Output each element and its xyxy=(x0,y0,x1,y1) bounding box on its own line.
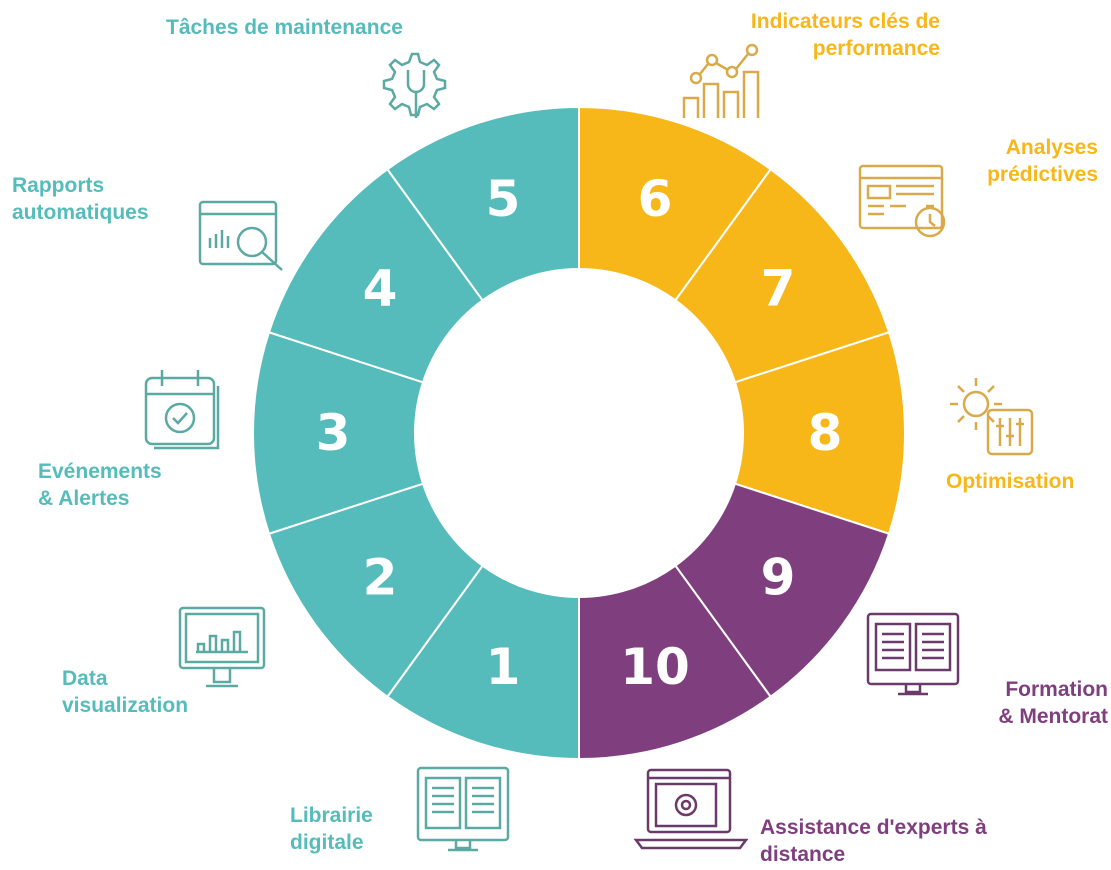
book-monitor-icon xyxy=(866,612,960,696)
label-line: digitale xyxy=(290,831,364,854)
gear-wrench-icon xyxy=(382,52,447,118)
segment-number-6: 6 xyxy=(638,170,673,228)
label-line: Optimisation xyxy=(946,470,1075,493)
segment-number-7: 7 xyxy=(761,259,796,317)
report-magnifier-icon xyxy=(198,200,283,271)
gears-sliders-icon xyxy=(950,378,1034,456)
calendar-check-icon xyxy=(144,370,220,450)
segment-number-3: 3 xyxy=(316,404,351,462)
label-line: & Mentorat xyxy=(998,705,1108,728)
label-assistance-experts: Assistance d'experts à distance xyxy=(760,814,987,868)
laptop-gear-icon xyxy=(633,768,749,850)
label-rapports-automatiques: Rapports automatiques xyxy=(12,172,149,226)
segment-number-5: 5 xyxy=(486,170,521,228)
label-indicateurs-performance: Indicateurs clés de performance xyxy=(698,8,940,62)
dashboard-stopwatch-icon xyxy=(858,164,946,238)
label-line: Evénements xyxy=(38,460,162,483)
label-line: Data xyxy=(62,667,108,690)
label-evenements-alertes: Evénements & Alertes xyxy=(38,458,162,512)
label-line: & Alertes xyxy=(38,487,130,510)
segment-number-8: 8 xyxy=(808,404,843,462)
segment-number-9: 9 xyxy=(761,549,796,607)
label-line: Tâches de maintenance xyxy=(166,16,403,39)
label-data-visualization: Data visualization xyxy=(62,665,188,719)
label-line: prédictives xyxy=(987,163,1098,186)
segment-number-10: 10 xyxy=(620,638,690,696)
chart-monitor-icon xyxy=(178,606,266,688)
label-line: Indicateurs clés de xyxy=(750,10,940,33)
label-line: visualization xyxy=(62,694,189,717)
label-line: Formation xyxy=(1005,678,1108,701)
label-formation-mentorat: Formation & Mentorat xyxy=(960,676,1108,730)
label-line: Librairie xyxy=(290,804,373,827)
kpi-chart-icon xyxy=(682,43,760,118)
wheel-segment-10 xyxy=(578,564,773,761)
label-analyses-predictives: Analyses prédictives xyxy=(970,134,1098,188)
segment-numbers: 1 2 3 4 5 6 7 8 9 10 xyxy=(316,170,843,696)
segment-number-2: 2 xyxy=(363,549,398,607)
label-taches-maintenance: Tâches de maintenance xyxy=(166,14,403,41)
wheel-ring xyxy=(252,105,906,761)
label-line: performance xyxy=(812,37,940,60)
segment-number-1: 1 xyxy=(486,638,521,696)
label-optimisation: Optimisation xyxy=(946,468,1074,495)
label-line: distance xyxy=(760,843,846,866)
label-line: Assistance d'experts à xyxy=(760,816,987,839)
label-line: automatiques xyxy=(12,201,149,224)
label-line: Analyses xyxy=(1005,136,1098,159)
label-librairie-digitale: Librairie digitale xyxy=(290,802,373,856)
label-line: Rapports xyxy=(12,174,105,197)
segment-number-4: 4 xyxy=(363,259,398,317)
open-book-monitor-icon xyxy=(416,766,510,852)
